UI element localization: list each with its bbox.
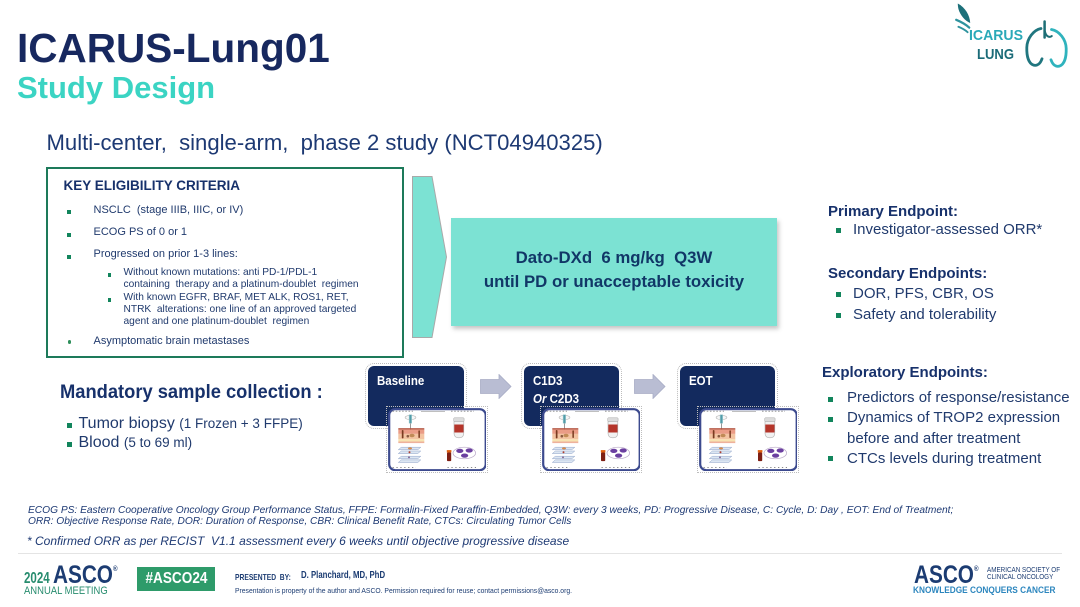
svg-text:ICARUS: ICARUS (969, 27, 1023, 44)
svg-text:LUNG: LUNG (977, 46, 1014, 63)
